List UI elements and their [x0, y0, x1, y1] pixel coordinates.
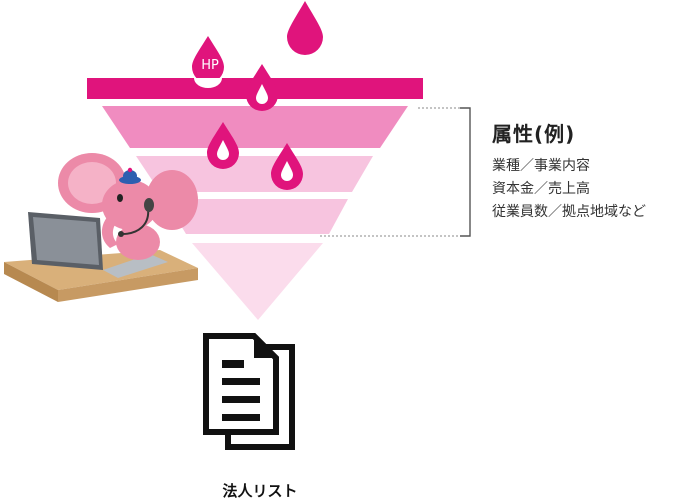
attributes-heading: 属性(例) — [492, 122, 576, 146]
attribute-item: 資本金／売上高 — [492, 181, 590, 197]
hp-label: HP — [201, 58, 219, 73]
attributes-list: 業種／事業内容 資本金／売上高 従業員数／拠点地域など — [492, 155, 646, 224]
document-stack-icon — [203, 333, 295, 450]
drop-highlight — [256, 84, 268, 104]
drop-icon — [287, 1, 323, 55]
funnel — [87, 78, 423, 320]
hp-drop-base — [194, 78, 222, 88]
mascot-illustration — [4, 153, 198, 302]
drop-highlight — [217, 140, 229, 160]
attribute-item: 従業員数／拠点地域など — [492, 204, 646, 220]
headset — [121, 207, 150, 235]
drop-highlight — [281, 161, 293, 181]
funnel-layer-4 — [192, 243, 323, 320]
output-list-label: 法人リスト — [222, 482, 298, 500]
drop-icon — [192, 36, 224, 83]
mascot-trunk — [101, 212, 120, 248]
attribute-bracket — [320, 107, 471, 237]
funnel-layer-3 — [165, 199, 348, 234]
laptop-keyboard — [103, 254, 168, 278]
funnel-layer-1 — [102, 106, 408, 148]
attribute-item: 業種／事業内容 — [492, 158, 590, 174]
funnel-layer-2 — [136, 156, 373, 192]
mascot-ear-right — [146, 170, 198, 230]
